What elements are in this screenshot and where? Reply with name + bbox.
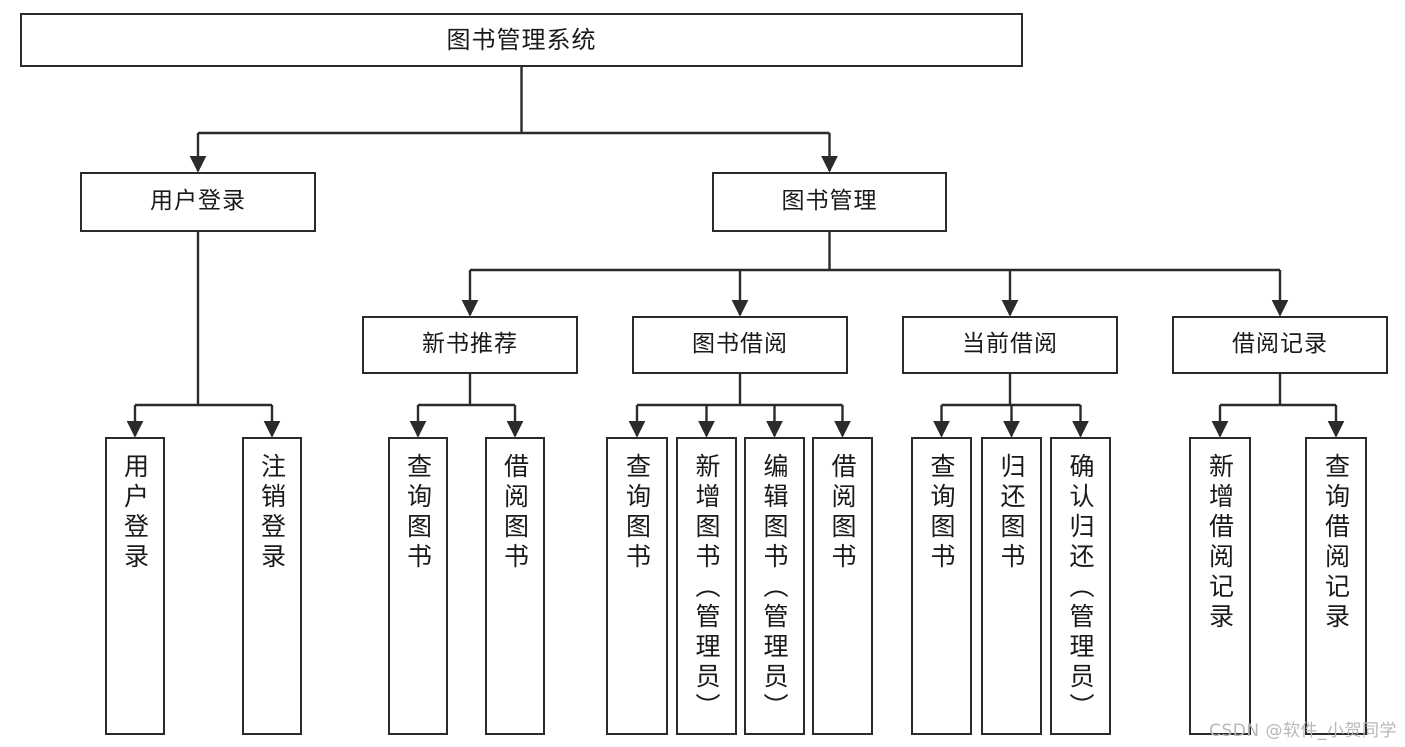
leaf-return-book-label: 归还图书 — [997, 453, 1026, 573]
leaf-query-book-recommend-label: 查询图书 — [403, 453, 433, 573]
watermark: CSDN @软件_小贺同学 — [1209, 721, 1397, 741]
node-new-book-recommend-label: 新书推荐 — [422, 331, 518, 358]
node-user-login-label: 用户登录 — [150, 188, 246, 215]
node-book-borrow-label: 图书借阅 — [692, 331, 788, 358]
leaf-add-borrow-record-label: 新增借阅记录 — [1205, 453, 1235, 633]
leaf-query-book-recommend[interactable]: 查询图书 — [388, 437, 448, 735]
leaf-confirm-return-admin-label: 确认归还（管理员） — [1066, 453, 1095, 723]
node-book-management-label: 图书管理 — [781, 188, 878, 215]
leaf-return-book[interactable]: 归还图书 — [981, 437, 1042, 735]
node-root-label: 图书管理系统 — [446, 25, 597, 54]
connector-lines — [126, 67, 1345, 438]
leaf-query-book-current-label: 查询图书 — [927, 453, 956, 573]
node-current-borrow-label: 当前借阅 — [962, 331, 1058, 358]
leaf-query-borrow-record-label: 查询借阅记录 — [1321, 453, 1351, 633]
leaf-query-borrow-record[interactable]: 查询借阅记录 — [1305, 437, 1367, 735]
leaf-borrow-book-recommend[interactable]: 借阅图书 — [485, 437, 545, 735]
leaf-logout-label: 注销登录 — [257, 453, 287, 573]
leaf-borrow-book-label: 借阅图书 — [828, 453, 857, 573]
node-book-management[interactable]: 图书管理 — [712, 172, 947, 232]
node-borrow-record-label: 借阅记录 — [1232, 331, 1328, 358]
node-user-login[interactable]: 用户登录 — [80, 172, 316, 232]
node-borrow-record[interactable]: 借阅记录 — [1172, 316, 1388, 374]
leaf-query-book-current[interactable]: 查询图书 — [911, 437, 972, 735]
leaf-borrow-book[interactable]: 借阅图书 — [812, 437, 873, 735]
leaf-query-book-borrow-label: 查询图书 — [622, 453, 652, 573]
leaf-query-book-borrow[interactable]: 查询图书 — [606, 437, 668, 735]
node-current-borrow[interactable]: 当前借阅 — [902, 316, 1118, 374]
leaf-add-book-admin-label: 新增图书（管理员） — [692, 453, 721, 723]
node-new-book-recommend[interactable]: 新书推荐 — [362, 316, 578, 374]
node-book-borrow[interactable]: 图书借阅 — [632, 316, 848, 374]
node-root[interactable]: 图书管理系统 — [20, 13, 1023, 67]
leaf-borrow-book-recommend-label: 借阅图书 — [500, 453, 530, 573]
leaf-add-book-admin[interactable]: 新增图书（管理员） — [676, 437, 737, 735]
leaf-user-login-label: 用户登录 — [120, 453, 150, 573]
leaf-edit-book-admin[interactable]: 编辑图书（管理员） — [744, 437, 805, 735]
leaf-add-borrow-record[interactable]: 新增借阅记录 — [1189, 437, 1251, 735]
leaf-edit-book-admin-label: 编辑图书（管理员） — [760, 453, 789, 723]
leaf-logout[interactable]: 注销登录 — [242, 437, 302, 735]
leaf-user-login[interactable]: 用户登录 — [105, 437, 165, 735]
leaf-confirm-return-admin[interactable]: 确认归还（管理员） — [1050, 437, 1111, 735]
